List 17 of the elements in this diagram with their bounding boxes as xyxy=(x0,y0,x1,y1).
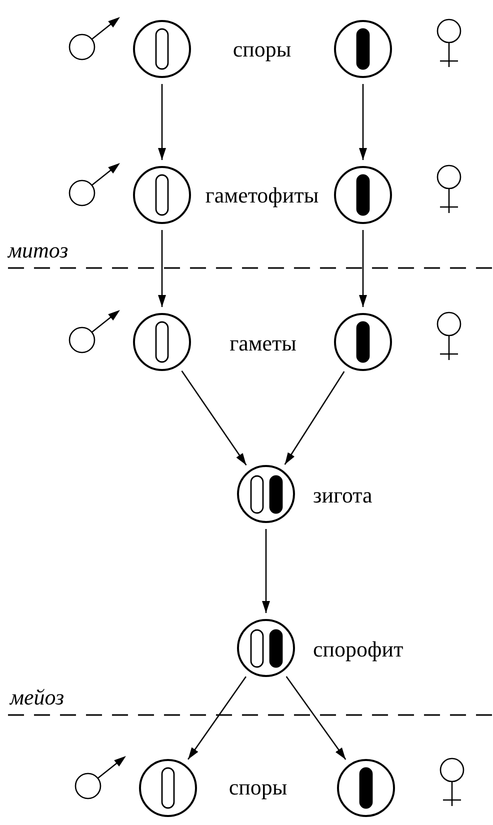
arrow xyxy=(286,676,346,760)
arrow xyxy=(284,371,345,465)
arrow xyxy=(158,230,166,307)
stage-label: спорофит xyxy=(313,636,404,662)
arrow xyxy=(359,84,367,160)
stage-label: зигота xyxy=(313,482,372,508)
arrow xyxy=(188,676,246,760)
process-label: мейоз xyxy=(10,684,64,710)
stage-label: споры xyxy=(232,36,292,62)
process-label: митоз xyxy=(8,237,68,263)
stage-label: гаметы xyxy=(230,330,296,356)
arrow xyxy=(359,230,367,307)
arrow xyxy=(262,529,270,613)
stage-label: гаметофиты xyxy=(205,182,319,208)
arrow xyxy=(158,84,166,160)
stage-label: споры xyxy=(228,774,288,800)
arrow xyxy=(181,370,247,466)
